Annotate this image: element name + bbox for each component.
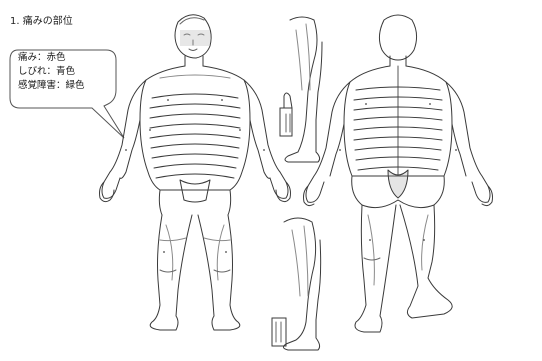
front-body-figure (100, 15, 291, 330)
front-left-leg (150, 215, 192, 330)
back-head-outline (379, 15, 416, 60)
legend-numbness: しびれ：青色 (10, 65, 114, 79)
back-body-figure (304, 15, 493, 332)
back-right-arm (446, 82, 490, 202)
back-left-arm (306, 82, 350, 202)
back-left-leg (355, 205, 396, 332)
color-legend: 痛み：赤色 しびれ：青色 感覚障害：緑色 (10, 48, 114, 108)
legend-pain: 痛み：赤色 (10, 48, 114, 65)
front-right-arm (244, 80, 288, 198)
legend-sensory-disorder: 感覚障害：緑色 (10, 79, 114, 93)
upper-leg-lateral-figure (280, 17, 322, 162)
front-torso-outline (140, 66, 250, 190)
lower-leg-lateral-figure (272, 218, 321, 350)
front-right-leg (198, 215, 240, 330)
